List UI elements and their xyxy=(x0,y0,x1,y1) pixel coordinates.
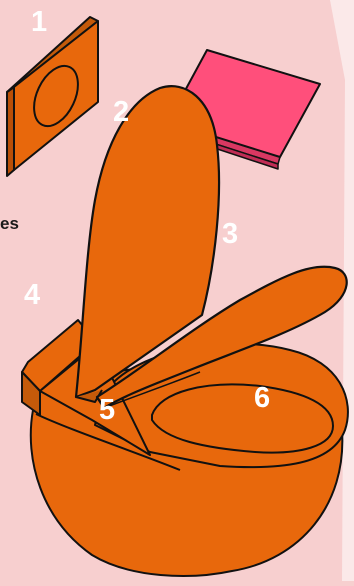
label-5: 5 xyxy=(99,396,115,425)
label-6: 6 xyxy=(254,384,270,413)
flush-plate-illustration xyxy=(7,17,98,176)
cutoff-text: es xyxy=(0,215,19,232)
label-2: 2 xyxy=(113,98,129,127)
label-4: 4 xyxy=(24,281,40,310)
label-3: 3 xyxy=(222,220,238,249)
label-1: 1 xyxy=(31,8,47,37)
